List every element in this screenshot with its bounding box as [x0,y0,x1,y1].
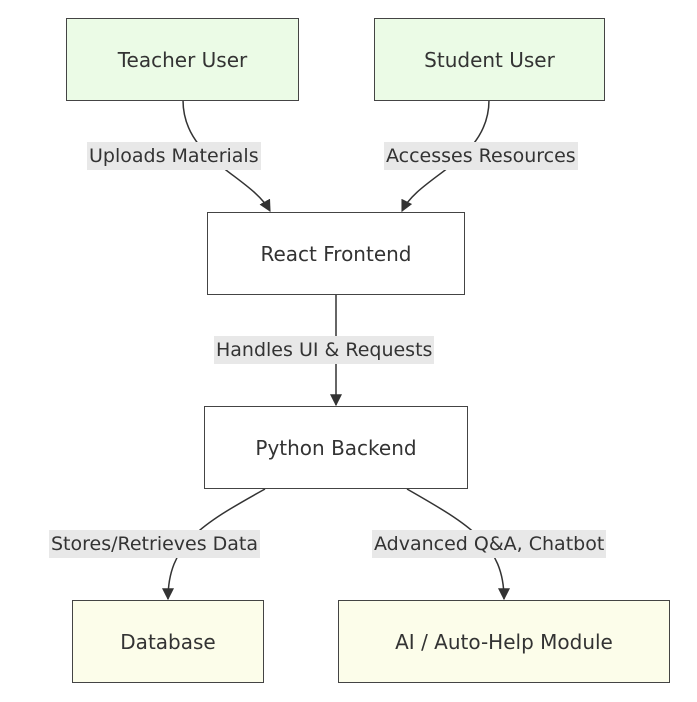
python-backend-node: Python Backend [204,406,468,489]
teacher-user-node: Teacher User [66,18,299,101]
react-frontend-label: React Frontend [260,241,412,266]
student-user-label: Student User [424,47,555,72]
teacher-user-label: Teacher User [117,47,248,72]
database-label: Database [120,629,216,654]
edge-label-uploads-materials: Uploads Materials [87,142,261,170]
student-user-node: Student User [374,18,605,101]
edge-label-advanced-qa-chatbot: Advanced Q&A, Chatbot [372,530,607,558]
database-node: Database [72,600,264,683]
edge-label-stores-retrieves-data: Stores/Retrieves Data [49,530,261,558]
react-frontend-node: React Frontend [207,212,465,295]
ai-module-node: AI / Auto-Help Module [338,600,670,683]
ai-module-label: AI / Auto-Help Module [395,629,613,654]
python-backend-label: Python Backend [255,435,417,460]
edge-label-handles-ui-requests: Handles UI & Requests [214,336,435,364]
edge-label-accesses-resources: Accesses Resources [384,142,578,170]
